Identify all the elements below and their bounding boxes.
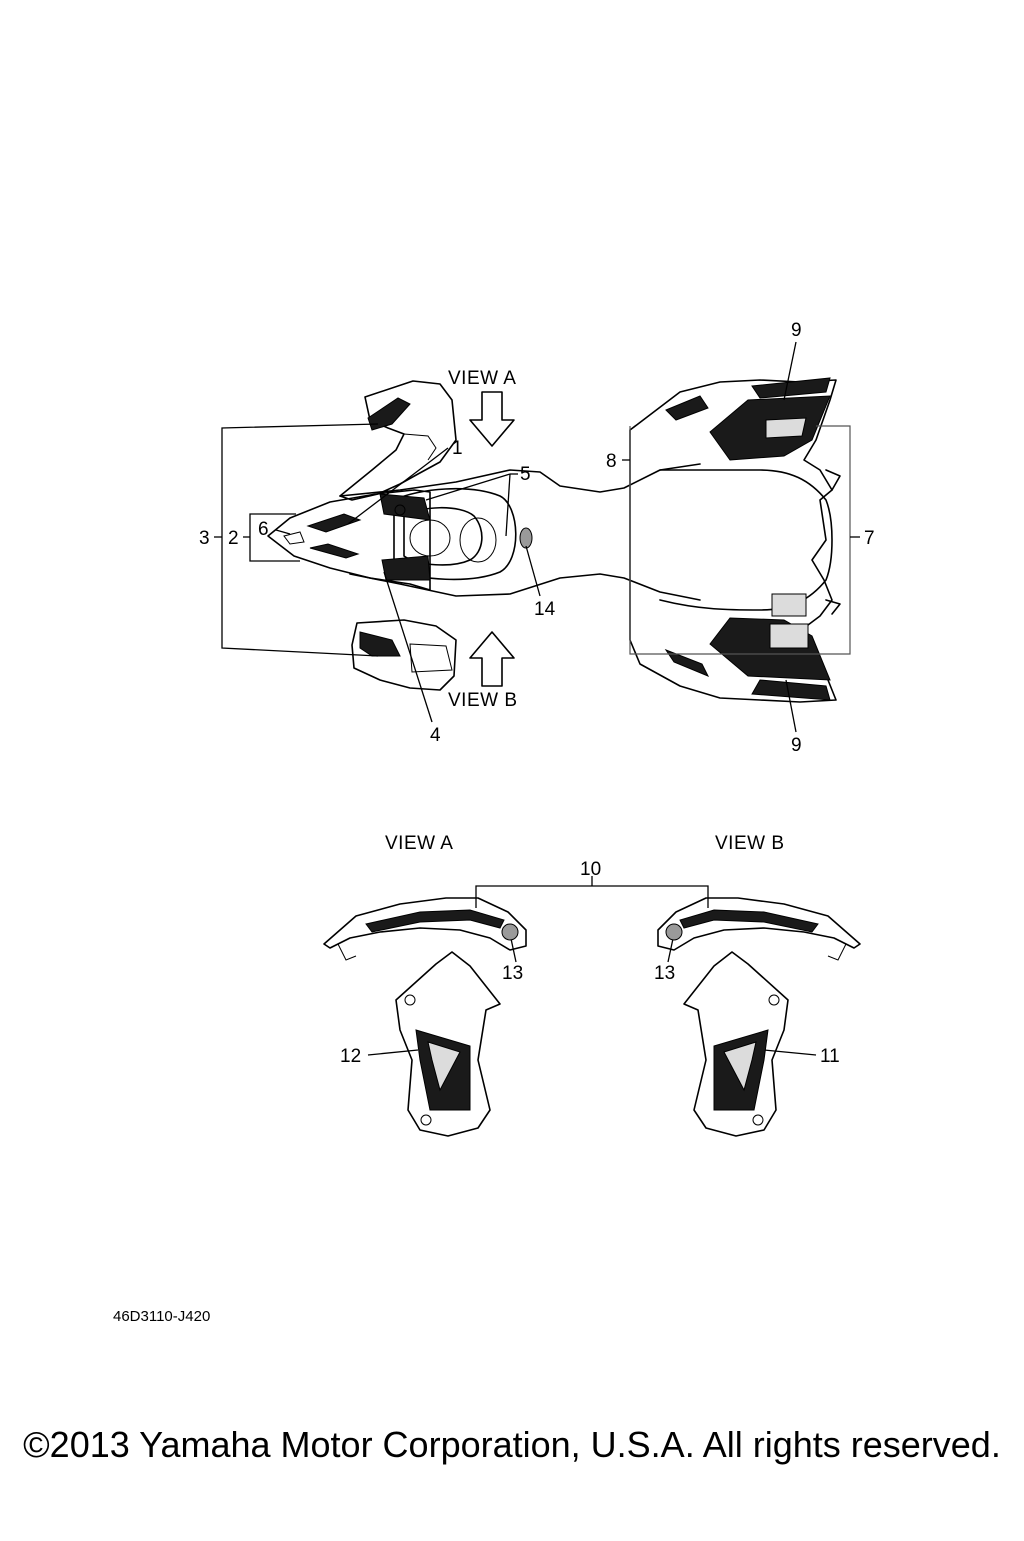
- callout-leaders: [214, 341, 860, 1056]
- callout-12: 12: [340, 1046, 362, 1067]
- detail-view-a-label: VIEW A: [385, 833, 454, 854]
- callout-14: 14: [534, 599, 556, 620]
- callout-13-right: 13: [654, 963, 676, 984]
- callout-9-bottom: 9: [791, 735, 802, 756]
- callout-10: 10: [580, 859, 602, 880]
- callout-7: 7: [864, 528, 875, 549]
- callout-2: 2: [228, 528, 239, 549]
- part-code: 46D3110-J420: [113, 1308, 211, 1325]
- copyright-notice: ©2013 Yamaha Motor Corporation, U.S.A. A…: [23, 1424, 1001, 1465]
- callout-9-top: 9: [791, 320, 802, 341]
- atv-body-top-view: [267, 377, 841, 703]
- callout-8: 8: [606, 451, 617, 472]
- side-cover-view-a: [323, 897, 527, 961]
- shroud-left: [395, 951, 501, 1137]
- callout-6: 6: [258, 519, 269, 540]
- callout-3: 3: [199, 528, 210, 549]
- callout-1: 1: [452, 438, 463, 459]
- callout-5: 5: [520, 464, 531, 485]
- callout-4: 4: [430, 725, 441, 746]
- side-cover-view-b: [657, 897, 861, 961]
- view-a-label: VIEW A: [448, 368, 517, 389]
- view-b-arrow: [469, 631, 515, 687]
- detail-view-b-label: VIEW B: [715, 833, 785, 854]
- view-b-label: VIEW B: [448, 690, 518, 711]
- shroud-right: [683, 951, 789, 1137]
- view-a-arrow: [469, 391, 515, 447]
- callout-11: 11: [820, 1046, 840, 1067]
- callout-13-left: 13: [502, 963, 524, 984]
